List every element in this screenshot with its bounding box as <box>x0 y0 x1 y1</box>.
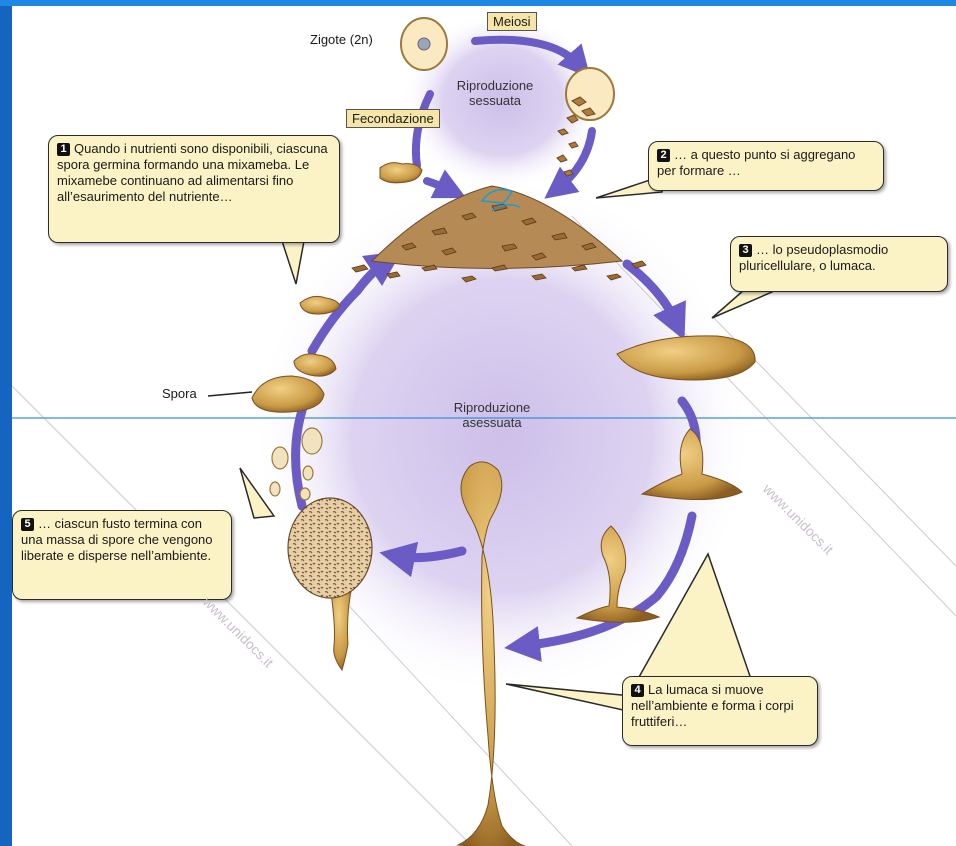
callout-4-number: 4 <box>631 684 644 697</box>
sexual-reproduction-label: Riproduzione sessuata <box>440 78 550 108</box>
sexual-label-line1: Riproduzione <box>440 78 550 93</box>
diagram-canvas: Zigote (2n) Meiosi Fecondazione Riproduz… <box>12 6 956 846</box>
callout-1-number: 1 <box>57 143 70 156</box>
callout-3: 3… lo pseudoplasmodio pluricellulare, o … <box>730 236 948 292</box>
callout-2-number: 2 <box>657 149 670 162</box>
asexual-label-line2: asessuata <box>432 415 552 430</box>
asexual-label-line1: Riproduzione <box>432 400 552 415</box>
meiosis-label: Meiosi <box>487 12 537 31</box>
callout-1-text: Quando i nutrienti sono disponibili, cia… <box>57 141 328 204</box>
callout-5: 5… ciascun fusto termina con una massa d… <box>12 510 232 600</box>
callout-3-number: 3 <box>739 244 752 257</box>
zygote-cell <box>401 18 447 70</box>
sexual-label-line2: sessuata <box>440 93 550 108</box>
callout-5-number: 5 <box>21 518 34 531</box>
callout-2-text: … a questo punto si aggregano per formar… <box>657 147 855 178</box>
callout-5-text: … ciascun fusto termina con una massa di… <box>21 516 213 563</box>
spore-label: Spora <box>162 386 197 401</box>
spore-leader-line <box>208 392 252 396</box>
fusing-amoeba <box>380 163 422 183</box>
callout-3-text: … lo pseudoplasmodio pluricellulare, o l… <box>739 242 888 273</box>
asexual-reproduction-label: Riproduzione asessuata <box>432 400 552 430</box>
zygote-label: Zigote (2n) <box>310 32 373 47</box>
callout-4-text: La lumaca si muove nell’ambiente e forma… <box>631 682 794 729</box>
callout-2: 2… a questo punto si aggregano per forma… <box>648 141 884 191</box>
fertilization-label: Fecondazione <box>346 109 440 128</box>
